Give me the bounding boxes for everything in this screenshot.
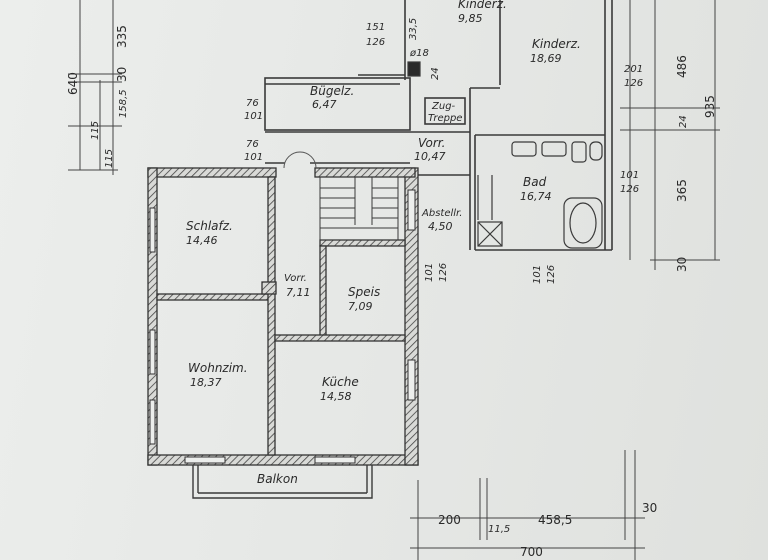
room-zugtreppe-name: Zug- <box>431 101 456 112</box>
dimension-lines <box>68 0 720 560</box>
opening-101e: 101 <box>532 265 543 284</box>
room-zugtreppe-name2: Treppe <box>428 113 462 124</box>
dim-left-115: 115 <box>90 121 101 140</box>
opening-126e: 126 <box>546 265 557 284</box>
dim-right-935: 935 <box>703 95 717 118</box>
room-schlafz-name: Schlafz. <box>186 219 233 233</box>
dim-right-486: 486 <box>675 55 689 78</box>
room-labels: Kinderz. 9,85 Kinderz. 18,69 Bügelz. 6,4… <box>186 0 581 486</box>
dim-left-1585: 158,5 <box>118 89 129 118</box>
opening-201: 201 <box>624 64 643 75</box>
dim-right-24: 24 <box>678 115 689 128</box>
dim-left-115b: 115 <box>104 149 115 168</box>
opening-76a: 76 <box>246 98 259 109</box>
opening-126d: 126 <box>438 263 449 282</box>
room-wohnzim-name: Wohnzim. <box>188 361 248 375</box>
left-dimension-labels: 640 335 30 158,5 115 115 <box>66 25 129 168</box>
opening-101c: 101 <box>620 170 639 181</box>
opening-18: ø18 <box>409 48 429 59</box>
room-speis-name: Speis <box>348 285 380 299</box>
room-buegelz-name: Bügelz. <box>310 84 354 98</box>
upper-wing-walls <box>264 0 613 251</box>
room-vorr-lower-area: 7,11 <box>286 286 311 299</box>
room-balkon-name: Balkon <box>257 472 298 486</box>
dim-bottom-30: 30 <box>642 501 657 515</box>
room-kinderz-right-name: Kinderz. <box>532 37 581 51</box>
room-kinderz-top-area: 9,85 <box>458 12 483 25</box>
dim-bottom-4585: 458,5 <box>538 513 572 527</box>
dim-right-365: 365 <box>675 179 689 202</box>
windows <box>149 189 416 464</box>
opening-24: 24 <box>430 67 441 80</box>
dim-left-30: 30 <box>115 67 129 82</box>
room-abstellr-name: Abstellr. <box>421 208 462 219</box>
dim-bottom-700: 700 <box>520 545 543 559</box>
room-vorr-lower-name: Vorr. <box>284 273 307 284</box>
opening-dimensions: 151 126 33,5 ø18 24 201 126 76 101 76 10… <box>244 18 643 284</box>
room-vorr-upper-area: 10,47 <box>414 150 446 163</box>
dim-left-335: 335 <box>115 25 129 48</box>
balcony <box>192 465 373 499</box>
opening-126c: 126 <box>620 184 639 195</box>
opening-335: 33,5 <box>408 18 419 40</box>
room-bad-area: 16,74 <box>520 190 552 203</box>
room-buegelz-area: 6,47 <box>312 98 337 111</box>
bottom-dimension-labels: 200 11,5 458,5 30 700 <box>438 501 657 559</box>
dim-left-640: 640 <box>66 72 80 95</box>
room-kinderz-right-area: 18,69 <box>530 52 562 65</box>
room-schlafz-area: 14,46 <box>186 234 218 247</box>
opening-151: 151 <box>366 22 385 33</box>
opening-126a: 126 <box>366 37 385 48</box>
dim-bottom-200: 200 <box>438 513 461 527</box>
opening-101d: 101 <box>424 263 435 282</box>
opening-126b: 126 <box>624 78 643 89</box>
opening-101b: 101 <box>244 152 263 163</box>
dim-bottom-115: 11,5 <box>488 524 510 535</box>
room-kueche-area: 14,58 <box>320 390 352 403</box>
room-speis-area: 7,09 <box>348 300 373 313</box>
bathroom-fixtures <box>407 61 603 249</box>
room-abstellr-area: 4,50 <box>428 220 453 233</box>
room-wohnzim-area: 18,37 <box>190 376 222 389</box>
entrance-arc <box>283 151 317 169</box>
dim-right-30: 30 <box>675 257 689 272</box>
main-building-walls <box>147 167 419 466</box>
room-kueche-name: Küche <box>322 375 359 389</box>
room-vorr-upper-name: Vorr. <box>418 136 445 150</box>
opening-101a: 101 <box>244 111 263 122</box>
room-bad-name: Bad <box>523 175 547 189</box>
staircase <box>319 176 399 241</box>
opening-76b: 76 <box>246 139 259 150</box>
room-kinderz-top-name: Kinderz. <box>458 0 507 11</box>
right-dimension-labels: 486 935 24 365 30 <box>675 55 717 272</box>
